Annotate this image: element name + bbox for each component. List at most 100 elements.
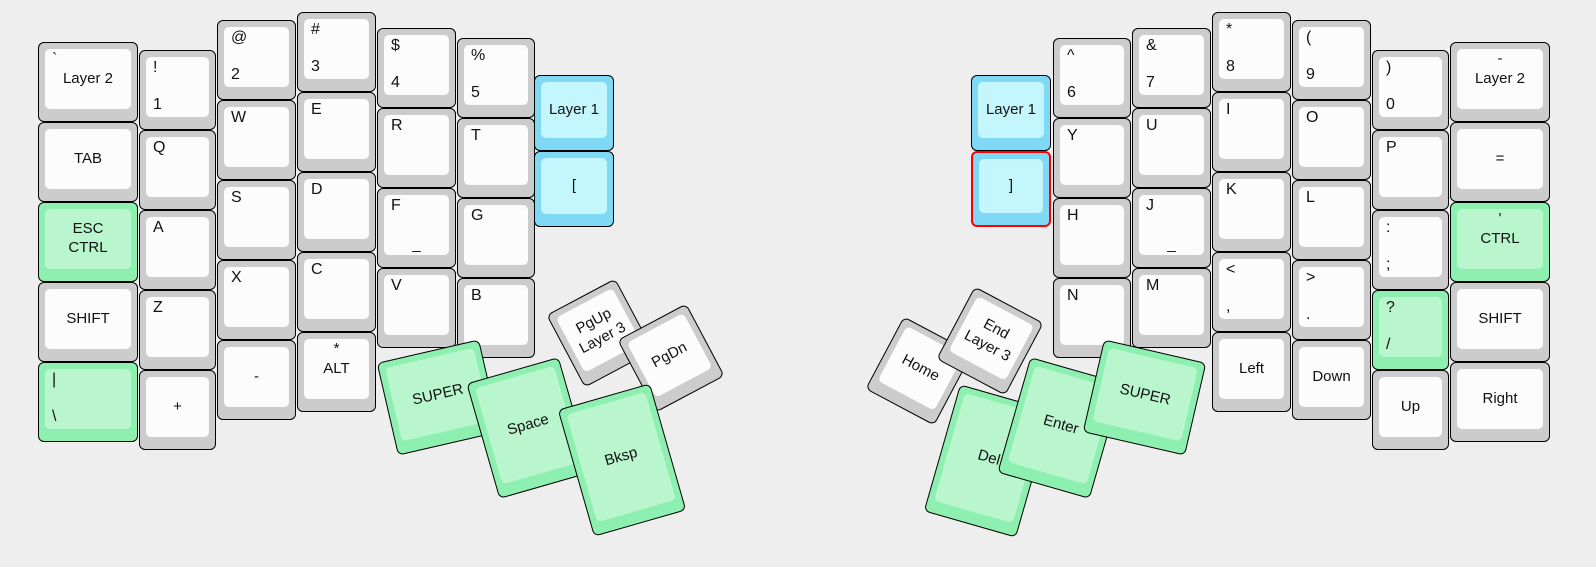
key-cap: T <box>464 125 528 185</box>
key-k[interactable]: K <box>1212 172 1291 252</box>
key-c[interactable]: C <box>297 252 376 332</box>
key-legend: O <box>1306 109 1319 126</box>
key-legend: ^ <box>1067 47 1075 64</box>
key-cap: + <box>146 377 209 437</box>
key-cap: I <box>1219 99 1284 159</box>
key-r[interactable]: R <box>377 108 456 188</box>
key-cap: #3 <box>304 19 369 79</box>
key-legend: CTRL <box>1480 230 1520 248</box>
key-cap: Left <box>1219 339 1284 399</box>
key-legend: & <box>1146 37 1157 54</box>
key-y[interactable]: Y <box>1053 118 1131 198</box>
key-alt[interactable]: *ALT <box>297 332 376 412</box>
key-cap: *ALT <box>304 339 369 399</box>
key-minus[interactable]: - <box>217 340 296 420</box>
key-f[interactable]: F_ <box>377 188 456 268</box>
key-bracket-right[interactable]: ] <box>971 151 1051 227</box>
key-cap: &7 <box>1139 35 1204 95</box>
key-slash[interactable]: ?/ <box>1372 290 1449 370</box>
key-cap: Right <box>1457 369 1543 429</box>
key-cap: P <box>1379 137 1442 197</box>
key-legend: J <box>1146 197 1154 214</box>
key-legend: 0 <box>1386 96 1395 114</box>
key-cap: Up <box>1379 377 1442 437</box>
key-equals[interactable]: = <box>1450 122 1550 202</box>
key-legend: Left <box>1238 360 1265 378</box>
key-legend: Del <box>975 446 1003 470</box>
key-comma[interactable]: <, <box>1212 252 1291 332</box>
key-layer2-minus[interactable]: -Layer 2 <box>1450 42 1550 122</box>
key-o[interactable]: O <box>1292 100 1371 180</box>
key-3[interactable]: #3 <box>297 12 376 92</box>
key-legend: SHIFT <box>1478 310 1522 328</box>
key-legend: I <box>1226 101 1231 118</box>
key-v[interactable]: V <box>377 268 456 348</box>
key-6[interactable]: ^6 <box>1053 38 1131 118</box>
key-z[interactable]: Z <box>139 290 216 370</box>
key-legend: ( <box>1306 29 1312 46</box>
key-cap: N <box>1060 285 1124 345</box>
key-legend: Y <box>1067 127 1078 144</box>
key-left[interactable]: Left <box>1212 332 1291 412</box>
key-right[interactable]: Right <box>1450 362 1550 442</box>
key-j[interactable]: J_ <box>1132 188 1211 268</box>
key-a[interactable]: A <box>139 210 216 290</box>
key-8[interactable]: *8 <box>1212 12 1291 92</box>
key-layer2-grave[interactable]: `Layer 2 <box>38 42 138 122</box>
key-cap: B <box>464 285 528 345</box>
key-layer1-right[interactable]: Layer 1 <box>971 75 1051 151</box>
key-up[interactable]: Up <box>1372 370 1449 450</box>
key-h[interactable]: H <box>1053 198 1131 278</box>
key-cap: - <box>224 347 289 407</box>
key-cap: >. <box>1299 267 1364 327</box>
key-l[interactable]: L <box>1292 180 1371 260</box>
key-legend: - <box>1497 50 1503 67</box>
key-7[interactable]: &7 <box>1132 28 1211 108</box>
key-cap: J_ <box>1139 195 1204 255</box>
key-down[interactable]: Down <box>1292 340 1371 420</box>
key-legend: 7 <box>1146 74 1155 92</box>
key-cap: ?/ <box>1379 297 1442 357</box>
key-legend: Home <box>898 351 943 385</box>
key-semicolon[interactable]: :; <box>1372 210 1449 290</box>
key-m[interactable]: M <box>1132 268 1211 348</box>
key-cap: SUPER <box>1092 347 1198 442</box>
key-cap: SHIFT <box>1457 289 1543 349</box>
key-bracket-left[interactable]: [ <box>534 151 614 227</box>
key-9[interactable]: (9 <box>1292 20 1371 100</box>
key-legend: P <box>1386 139 1397 156</box>
key-cap: 'CTRL <box>1457 209 1543 269</box>
key-cap: *8 <box>1219 19 1284 79</box>
key-legend: Layer 1 <box>985 101 1037 119</box>
key-legend: Right <box>1482 390 1518 408</box>
key-u[interactable]: U <box>1132 108 1211 188</box>
key-cap: :; <box>1379 217 1442 277</box>
key-pipe-backslash[interactable]: |\ <box>38 362 138 442</box>
key-5[interactable]: %5 <box>457 38 535 118</box>
key-p[interactable]: P <box>1372 130 1449 210</box>
key-legend: ? <box>1386 299 1395 316</box>
key-legend: SUPER <box>1118 380 1173 409</box>
key-legend: Up <box>1400 398 1421 416</box>
key-d[interactable]: D <box>297 172 376 252</box>
key-plus[interactable]: + <box>139 370 216 450</box>
key-x[interactable]: X <box>217 260 296 340</box>
key-1[interactable]: !1 <box>139 50 216 130</box>
key-q[interactable]: Q <box>139 130 216 210</box>
key-cap: End Layer 3 <box>948 295 1035 381</box>
key-period[interactable]: >. <box>1292 260 1371 340</box>
key-shift-right[interactable]: SHIFT <box>1450 282 1550 362</box>
key-legend: Down <box>1312 368 1351 386</box>
key-legend: : <box>1386 219 1391 236</box>
key-e[interactable]: E <box>297 92 376 172</box>
key-cap: M <box>1139 275 1204 335</box>
key-i[interactable]: I <box>1212 92 1291 172</box>
key-t[interactable]: T <box>457 118 535 198</box>
key-quote-ctrl[interactable]: 'CTRL <box>1450 202 1550 282</box>
key-legend: * <box>1226 21 1233 38</box>
key-cap: Down <box>1299 347 1364 407</box>
key-cap: U <box>1139 115 1204 175</box>
key-legend: ; <box>1386 256 1391 274</box>
key-0[interactable]: )0 <box>1372 50 1449 130</box>
